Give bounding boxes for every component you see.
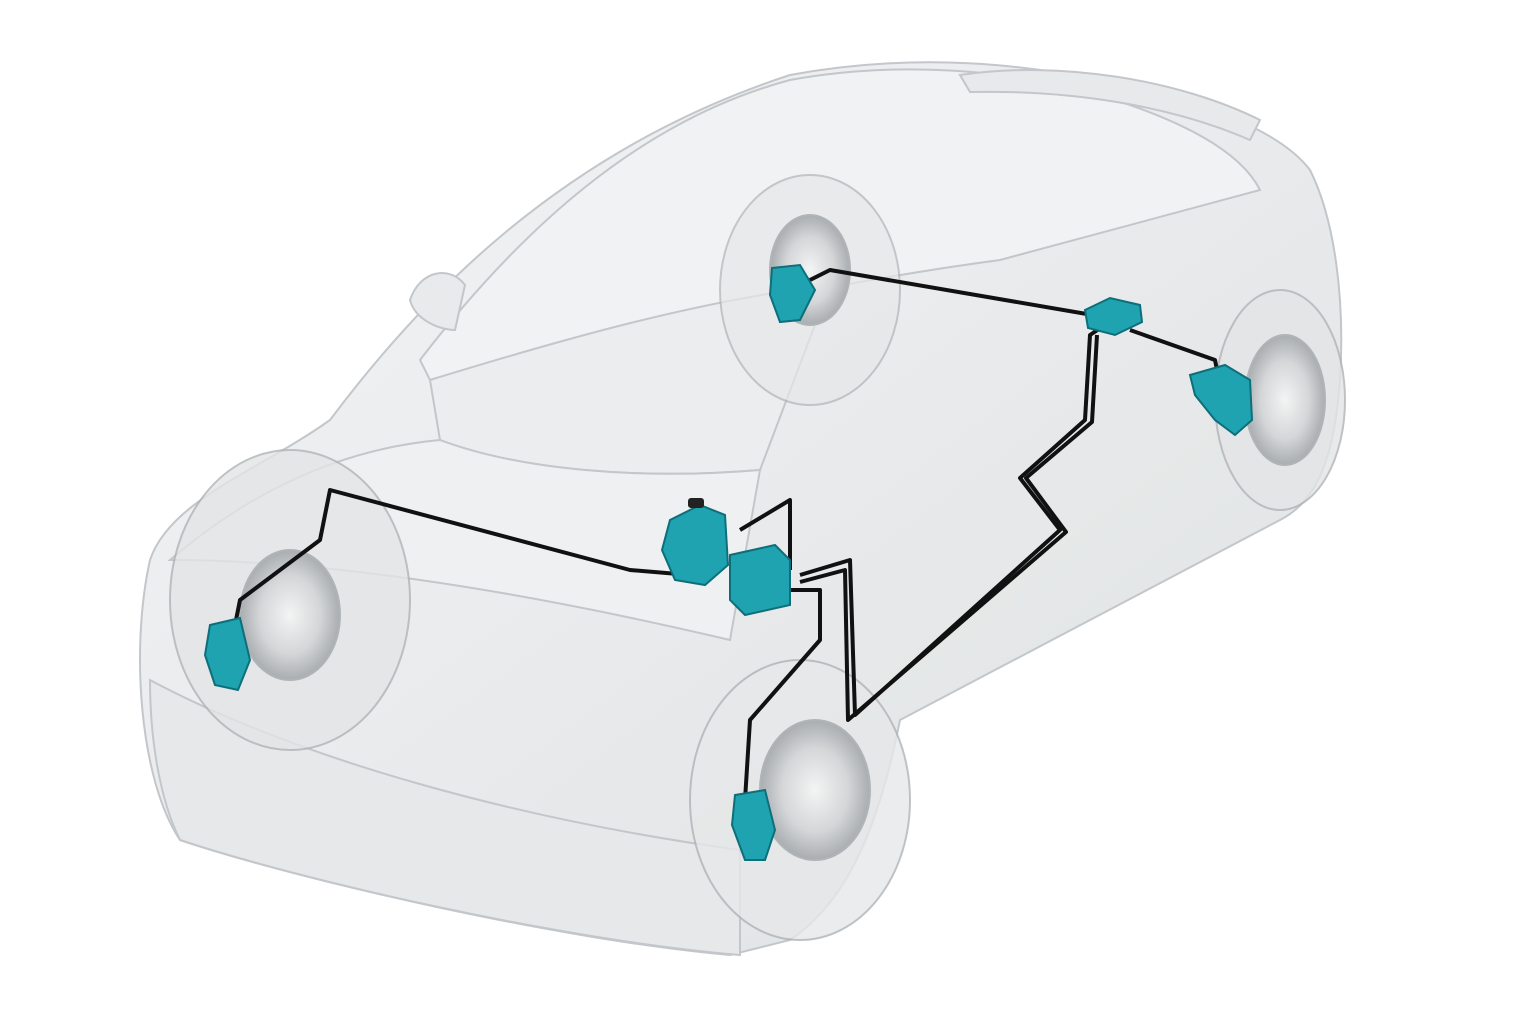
- spoiler: [958, 69, 1262, 142]
- master-cylinder-icon: [660, 503, 730, 587]
- rear-right-disc: [1244, 334, 1326, 466]
- brake-line-master: [738, 498, 792, 570]
- rear-right-caliper-icon: [1188, 363, 1254, 437]
- brake-line-rear-main: [799, 323, 1107, 717]
- brake-line-front-left: [230, 488, 691, 641]
- front-left-disc: [239, 549, 341, 681]
- front-left-caliper-icon: [203, 616, 252, 692]
- side-mirror: [408, 272, 467, 332]
- front-right-disc: [759, 719, 871, 861]
- rear-left-caliper-icon: [768, 263, 817, 324]
- brake-lines: [230, 268, 1222, 801]
- wheels: [169, 174, 1346, 941]
- rear-control-unit-icon: [1083, 296, 1144, 337]
- brake-line-rear-main-2: [799, 334, 1099, 722]
- brake-components: [203, 263, 1254, 861]
- abs-control-unit-icon: [729, 543, 791, 617]
- brake-line-front-right: [743, 588, 822, 801]
- front-right-caliper-icon: [730, 788, 777, 861]
- reservoir-cap-icon: [688, 498, 704, 508]
